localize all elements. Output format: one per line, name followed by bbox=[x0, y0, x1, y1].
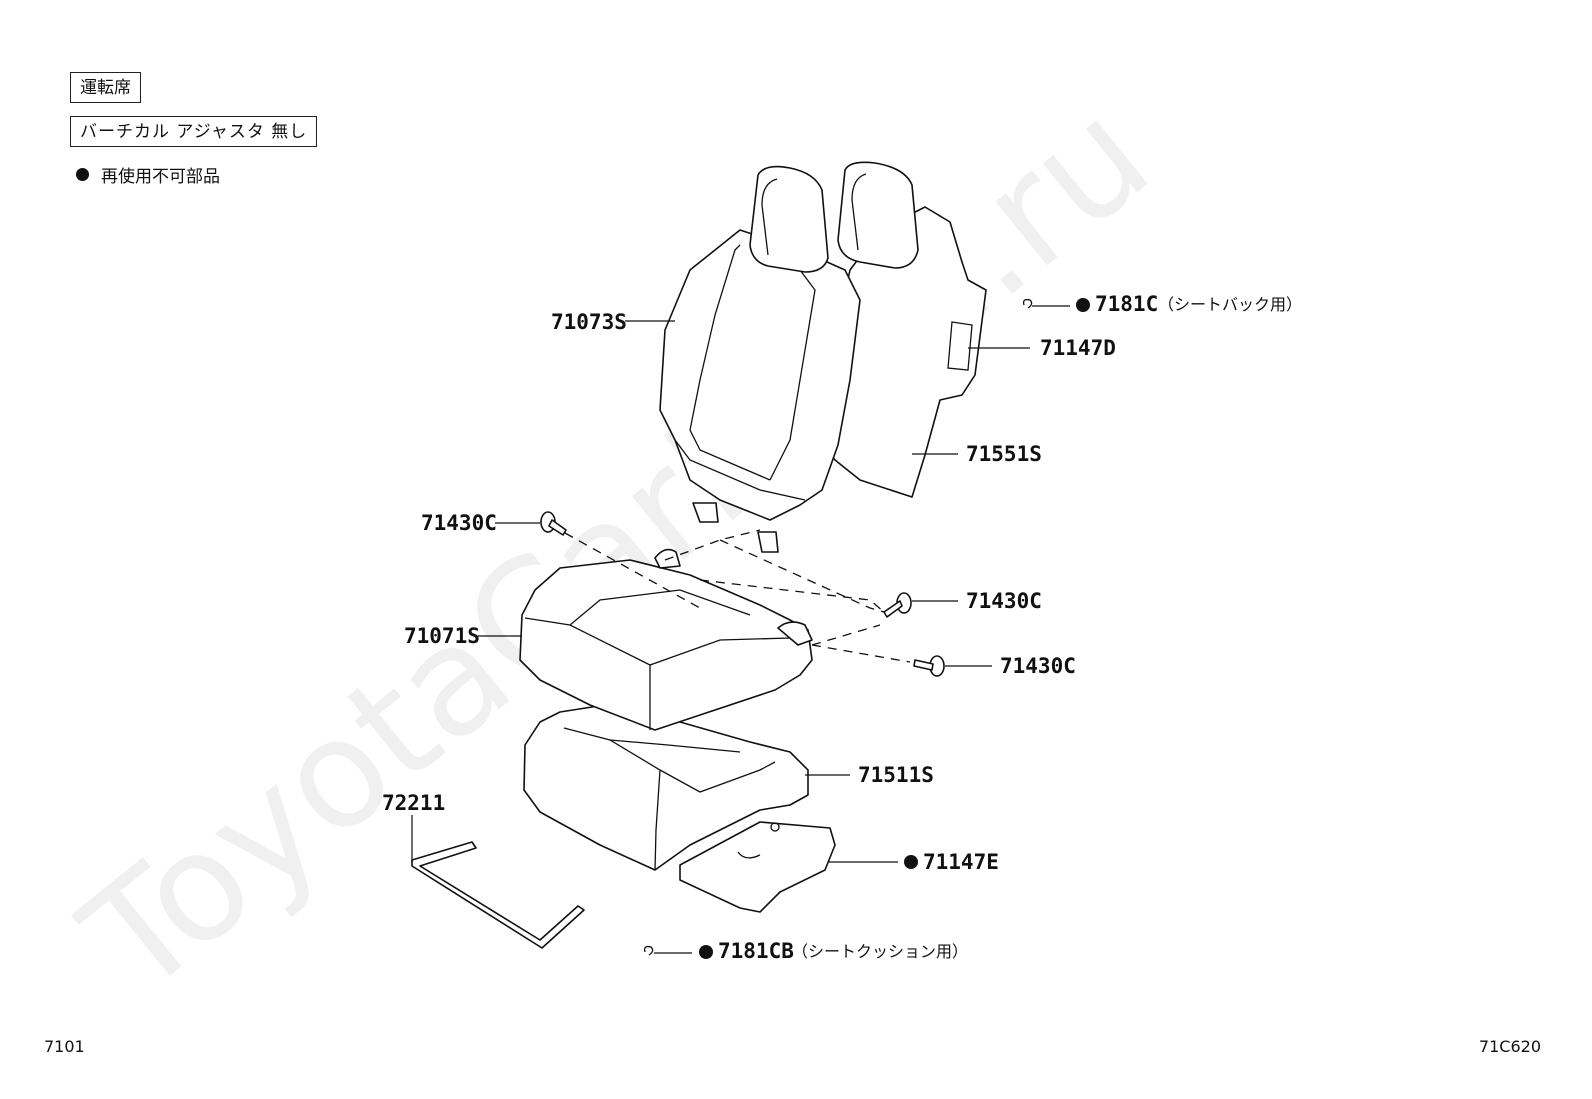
label-71430C-2: 71430C bbox=[966, 589, 1042, 613]
label-71551S: 71551S bbox=[966, 442, 1042, 466]
page-ref: 7101 bbox=[44, 1037, 85, 1056]
figure-id: 71C620 bbox=[1478, 1037, 1541, 1056]
hog-ring-back-icon bbox=[1022, 298, 1033, 309]
label-7181CB: 7181CB bbox=[718, 939, 794, 963]
condition-box: バーチカル アジャスタ 無し bbox=[70, 116, 318, 147]
bolt-right-upper-icon bbox=[883, 592, 912, 618]
cushion-pad-illustration bbox=[523, 704, 836, 913]
cushion-cover-illustration bbox=[519, 548, 813, 731]
label-71511S: 71511S bbox=[858, 763, 934, 787]
bolt-right-lower-icon bbox=[913, 655, 945, 677]
seatback-cover-illustration bbox=[659, 165, 861, 553]
label-71071S: 71071S bbox=[404, 624, 480, 648]
assembly-line-2 bbox=[664, 529, 761, 561]
label-72211: 72211 bbox=[382, 791, 445, 815]
hog-ring-cushion-icon bbox=[643, 945, 654, 956]
tool-illustration bbox=[411, 841, 585, 949]
bolt-left-icon bbox=[540, 511, 567, 536]
label-71430C-3: 71430C bbox=[1000, 654, 1076, 678]
assembly-line-5 bbox=[811, 624, 881, 646]
legend-text: 再使用不可部品 bbox=[101, 167, 220, 187]
non-reusable-dot-icon bbox=[1076, 298, 1090, 312]
label-71147E: 71147E bbox=[923, 850, 999, 874]
watermark-text: ToyotaCarMine.ru bbox=[52, 68, 1181, 1029]
seat-position-box: 運転席 bbox=[70, 72, 141, 103]
assembly-line-1 bbox=[564, 532, 701, 609]
seatback-pad-illustration bbox=[819, 161, 987, 498]
assembly-line-4 bbox=[699, 579, 885, 613]
label-7181C: 7181C bbox=[1095, 292, 1158, 316]
label-71073S: 71073S bbox=[551, 310, 627, 334]
legend: 再使用不可部品 bbox=[76, 162, 220, 187]
non-reusable-dot-icon bbox=[904, 855, 918, 869]
non-reusable-dot-icon bbox=[699, 945, 713, 959]
note-7181C: （シートバック用） bbox=[1158, 295, 1302, 314]
label-71430C-1: 71430C bbox=[421, 511, 497, 535]
non-reusable-dot-icon bbox=[76, 168, 89, 181]
assembly-line-6 bbox=[811, 644, 911, 663]
label-71147D: 71147D bbox=[1040, 336, 1116, 360]
note-7181CB: （シートクッション用） bbox=[792, 942, 968, 961]
assembly-line-3 bbox=[719, 539, 885, 613]
